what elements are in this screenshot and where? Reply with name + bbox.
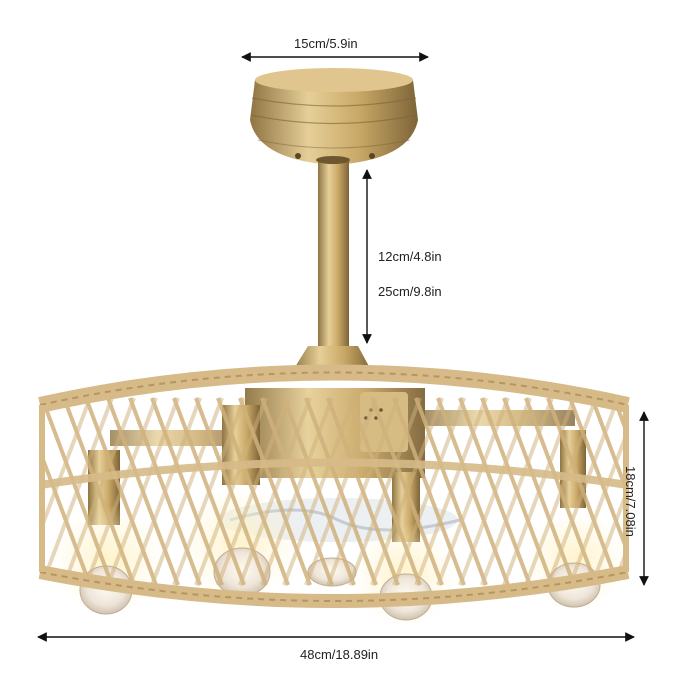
rattan-strand xyxy=(150,397,224,586)
cage-height-label: 18cm/7.08in xyxy=(623,466,638,537)
rattan-strand xyxy=(172,397,246,586)
downrod xyxy=(318,158,349,346)
rattan-strand xyxy=(546,397,620,586)
rattan-strand xyxy=(658,398,700,585)
rattan-strand xyxy=(106,397,180,586)
rattan-strand xyxy=(62,397,136,586)
rattan-strand xyxy=(370,397,444,586)
rattan-strand xyxy=(392,397,466,586)
rattan-strand xyxy=(304,397,378,586)
canopy xyxy=(250,68,418,165)
rattan-strand xyxy=(502,397,576,586)
rattan-strand xyxy=(84,397,158,586)
rattan-strand xyxy=(42,397,92,586)
rattan-strand xyxy=(128,397,202,586)
rattan-strand xyxy=(568,397,626,586)
rattan-strand xyxy=(636,398,700,585)
rattan-strand xyxy=(260,397,334,586)
rod-length-long-label: 25cm/9.8in xyxy=(378,284,442,299)
rattan-strand xyxy=(282,397,356,586)
rattan-strand xyxy=(524,397,598,586)
rattan-strand xyxy=(436,397,510,586)
rattan-strand xyxy=(42,397,114,586)
rattan-strand xyxy=(238,397,312,586)
canopy-width-label: 15cm/5.9in xyxy=(294,36,358,51)
rattan-strand xyxy=(458,397,532,586)
rattan-strand xyxy=(480,397,554,586)
rattan-cage xyxy=(38,364,700,608)
rattan-strand xyxy=(658,398,700,585)
rod-length-short-label: 12cm/4.8in xyxy=(378,249,442,264)
cage-diameter-label: 48cm/18.89in xyxy=(300,647,379,662)
rattan-strand xyxy=(414,397,488,586)
rattan-strand xyxy=(216,397,290,586)
rattan-strand xyxy=(590,397,626,586)
rattan-strand xyxy=(636,398,700,585)
rattan-strand xyxy=(348,397,422,586)
rattan-strand xyxy=(326,397,400,586)
rattan-strand xyxy=(590,397,626,586)
rattan-strand xyxy=(194,397,268,586)
